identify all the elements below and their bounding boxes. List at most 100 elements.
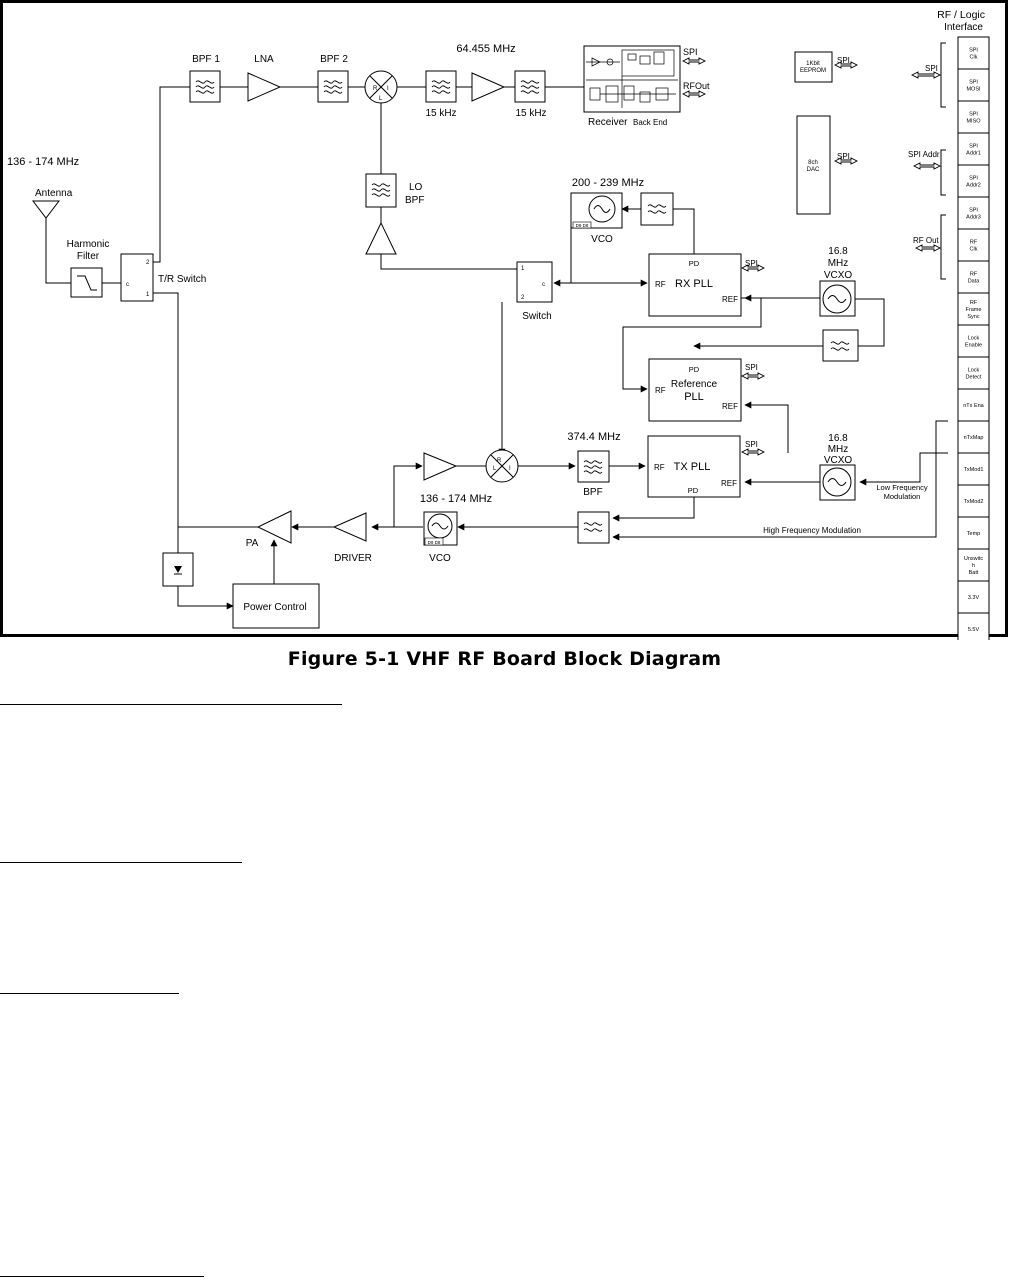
diagram-canvas: SPIClkSPIMOSISPIMISOSPIAddr1SPIAddr2SPIA…: [0, 0, 1008, 646]
vcxo-top: [819, 280, 856, 317]
dac-spi-label: SPI: [837, 152, 850, 161]
tr-switch: [120, 253, 154, 302]
heading-underline-4: [0, 1276, 204, 1277]
interface-pin: nTxMap: [957, 420, 990, 454]
tx-pll-ref: REF: [721, 479, 737, 488]
interface-pin-label: Addr1: [966, 151, 981, 157]
interface-pin-label: 5.5V: [968, 627, 980, 633]
interface-pin-label: SPI: [969, 208, 978, 214]
bus-arrow-spi-addr: [912, 162, 942, 170]
tr-port-c: c: [126, 282, 129, 288]
interface-pin-label: TxMod2: [964, 499, 984, 505]
interface-pin: Temp: [957, 516, 990, 550]
low-freq-mod-label-1: Low Frequency: [876, 483, 928, 492]
interface-pin-label: SPI: [969, 144, 978, 150]
power-control-block: [232, 583, 320, 629]
rf-logic-interface-column: SPIClkSPIMOSISPIMISOSPIAddr1SPIAddr2SPIA…: [957, 36, 990, 646]
reference-pll-block: [648, 358, 742, 422]
tr-port-1: 1: [146, 292, 150, 298]
detector-diode: [162, 552, 194, 587]
dac-block: [796, 115, 831, 215]
tx-pll-block: [647, 435, 741, 498]
power-control-label: Power Control: [243, 602, 306, 613]
interface-pin: TxMod2: [957, 484, 990, 518]
spi-bracket: [940, 42, 946, 108]
interface-pin-label: SPI: [969, 80, 978, 86]
bus-arrow-spi-receiver: [681, 57, 707, 65]
eeprom-label-1: 1Kbit: [806, 61, 820, 67]
rx-pll-spi: SPI: [745, 259, 758, 268]
interface-pin-box: [957, 36, 990, 70]
tx-pll-pd: PD: [688, 486, 699, 495]
diagram-border: [0, 0, 1008, 637]
interface-pin-label: nTx Ena: [963, 403, 984, 409]
interface-pin: 3.3V: [957, 580, 990, 614]
interface-pin-box: [957, 228, 990, 262]
heading-underline-2: [0, 862, 242, 863]
bus-arrow-rf-out: [914, 244, 942, 252]
interface-pin-label: SPI: [969, 112, 978, 118]
interface-pin-label: MOSI: [966, 87, 981, 93]
wire-driver-txamp: [393, 462, 423, 527]
tx-loop-filter: [577, 511, 610, 544]
bpf1-label: BPF 1: [192, 54, 220, 65]
ref-pll-ref: REF: [722, 402, 738, 411]
interface-pin-label: h: [972, 563, 975, 569]
wire-tr-to-bpf1: [153, 86, 190, 263]
interface-pin-label: Sync: [967, 314, 979, 320]
heading-underline-3: [0, 993, 179, 994]
rx-mixer-r: R: [373, 86, 378, 92]
bus-arrow-rfout-receiver: [681, 90, 707, 98]
if-filter-2: [514, 70, 546, 103]
bus-arrow-spi-refpll: [740, 372, 766, 380]
interface-pin-label: SPI: [969, 48, 978, 54]
tx-pll-rf: RF: [654, 463, 665, 472]
interface-pin-label: Batt: [969, 570, 979, 576]
interface-pin-box: [957, 484, 990, 518]
vcxo-bottom-label-1: 16.8: [828, 433, 848, 444]
interface-pin-label: RF: [970, 240, 978, 246]
driver-label: DRIVER: [334, 553, 372, 564]
wire-tr-to-pa: [153, 292, 258, 528]
tr-switch-label: T/R Switch: [158, 274, 206, 285]
freq-band-label: 136 - 174 MHz: [7, 156, 79, 168]
rx-mixer-l: L: [379, 96, 383, 102]
rx-mixer: [364, 70, 398, 104]
lo-bpf-label-2: BPF: [405, 195, 424, 206]
ref-pll-rf: RF: [655, 386, 666, 395]
bus-arrows: [681, 57, 942, 456]
rx-switch: [516, 261, 553, 303]
interface-pin-box: [957, 420, 990, 454]
rx-pll-block: [648, 253, 742, 317]
low-freq-mod-label-2: Modulation: [884, 492, 921, 501]
interface-pin-label: Unswitc: [964, 556, 984, 562]
tx-vco: [423, 511, 458, 546]
vcxo-top-filter: [822, 329, 859, 362]
rx-pll-rf: RF: [655, 280, 666, 289]
rx-vco-filter: [640, 192, 674, 226]
wire-detector-powercontrol: [177, 586, 234, 610]
ref-pll-spi: SPI: [745, 363, 758, 372]
interface-pin-label: Lock: [968, 368, 980, 374]
vcxo-top-label-3: VCXO: [824, 270, 853, 281]
vcxo-top-label-2: MHz: [828, 258, 849, 269]
tx-mixer-r: R: [497, 458, 502, 464]
switch-label: Switch: [522, 311, 551, 322]
receiver-label: Receiver: [588, 117, 628, 128]
wire-low-freq-mod: [859, 452, 948, 486]
rx-vco-freq-label: 200 - 239 MHz: [572, 177, 644, 189]
harmonic-label-1: Harmonic: [67, 239, 110, 250]
interface-pin-label: Lock: [968, 336, 980, 342]
bus-arrow-spi-dac: [833, 157, 859, 165]
bpf2-label: BPF 2: [320, 54, 348, 65]
wire-vcxo-refpll: [744, 401, 789, 453]
lna-label: LNA: [254, 54, 274, 65]
if-filter-2-label: 15 kHz: [515, 108, 546, 119]
interface-spi-label: SPI: [925, 64, 938, 73]
